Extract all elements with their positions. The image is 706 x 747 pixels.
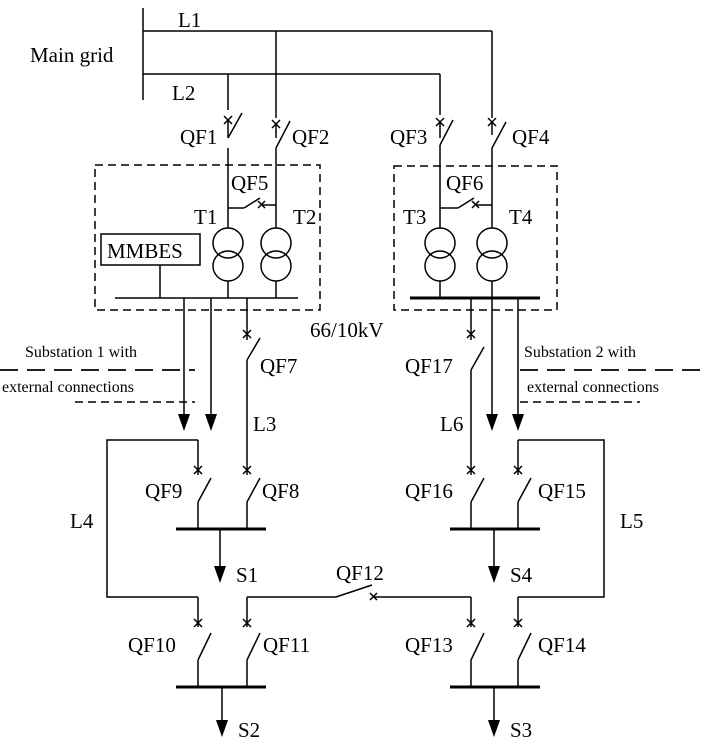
T4-label: T4 (509, 205, 533, 229)
T1-label: T1 (194, 205, 217, 229)
switch-QF15: QF15 (513, 440, 586, 529)
switch-QF11: QF11 (242, 597, 310, 687)
switch-QF12: QF12 (247, 561, 471, 601)
mmbes-label: MMBES (107, 239, 183, 263)
L4-label: L4 (70, 509, 94, 533)
QF7-label: QF7 (260, 354, 297, 378)
substation-2-note-line2: external connections (527, 379, 659, 396)
QF14-label: QF14 (538, 633, 586, 657)
switch-QF1: QF1 (180, 112, 243, 166)
L3-label: L3 (253, 412, 276, 436)
bus-S3: QF13 QF14 S3 (405, 597, 586, 742)
L1-label: L1 (178, 8, 201, 32)
transformer-T1: T1 (194, 205, 244, 298)
line-L2: L2 (143, 73, 440, 105)
switch-QF8: QF8 (242, 465, 299, 529)
switch-QF16: QF16 (405, 465, 485, 529)
substation-2-note-line1: Substation 2 with (524, 344, 636, 361)
switch-QF13: QF13 (405, 597, 485, 687)
voltage-label: 66/10kV (310, 318, 384, 342)
line-L4: L4 (70, 439, 198, 598)
QF4-label: QF4 (512, 125, 550, 149)
line-L5: L5 (518, 439, 643, 598)
transformer-T2: T2 (260, 205, 316, 298)
bus-S4: QF16 QF15 S4 (405, 440, 586, 587)
QF3-label: QF3 (390, 125, 427, 149)
L2-label: L2 (172, 81, 195, 105)
substation-1-box: QF5 T1 T2 MMBES (94, 164, 321, 311)
S2-label: S2 (238, 718, 260, 742)
load-S1-arrow (214, 566, 226, 583)
line-L1: L1 (143, 8, 492, 32)
switch-QF2: QF2 (271, 119, 329, 166)
QF6-label: QF6 (446, 171, 483, 195)
T3-label: T3 (403, 205, 426, 229)
substation-1-outgoing: Substation 1 with external connections (0, 298, 217, 431)
QF2-label: QF2 (292, 125, 329, 149)
T2-label: T2 (293, 205, 316, 229)
QF1-label: QF1 (180, 125, 217, 149)
switch-QF9: QF9 (145, 440, 212, 529)
substation-1-note-line2: external connections (2, 379, 134, 396)
substation-1-note-line1: Substation 1 with (25, 344, 137, 361)
load-S2-arrow (216, 720, 228, 737)
main-grid-label: Main grid (30, 43, 114, 67)
switch-QF14: QF14 (513, 597, 586, 687)
mmbes-unit: MMBES (100, 233, 201, 298)
transformer-T4: T4 (476, 205, 533, 298)
transformer-T3: T3 (403, 205, 456, 298)
QF17-label: QF17 (405, 354, 453, 378)
QF10-label: QF10 (128, 633, 176, 657)
L5-label: L5 (620, 509, 643, 533)
switch-QF3: QF3 (390, 117, 454, 166)
QF9-label: QF9 (145, 479, 182, 503)
substation-2-outgoing: Substation 2 with external connections (486, 298, 706, 431)
bus-S1: QF9 QF8 S1 (145, 440, 299, 587)
L6-label: L6 (440, 412, 463, 436)
QF12-label: QF12 (336, 561, 384, 585)
QF11-label: QF11 (263, 633, 310, 657)
switch-QF7: QF7 L3 (242, 298, 297, 475)
load-S4-arrow (488, 566, 500, 583)
QF15-label: QF15 (538, 479, 586, 503)
QF5-label: QF5 (231, 171, 268, 195)
bus-S2: QF10 QF11 S2 (128, 597, 310, 742)
main-grid: Main grid (30, 8, 144, 100)
S4-label: S4 (510, 563, 533, 587)
QF13-label: QF13 (405, 633, 453, 657)
switch-QF4: QF4 (487, 117, 550, 166)
S3-label: S3 (510, 718, 532, 742)
QF8-label: QF8 (262, 479, 299, 503)
substation-2-box: QF6 T3 T4 (393, 165, 558, 311)
switch-QF10: QF10 (128, 597, 212, 687)
switch-QF17: QF17 L6 (405, 298, 485, 475)
feeder-drops (227, 31, 493, 118)
S1-label: S1 (236, 563, 258, 587)
load-S3-arrow (488, 720, 500, 737)
QF16-label: QF16 (405, 479, 453, 503)
